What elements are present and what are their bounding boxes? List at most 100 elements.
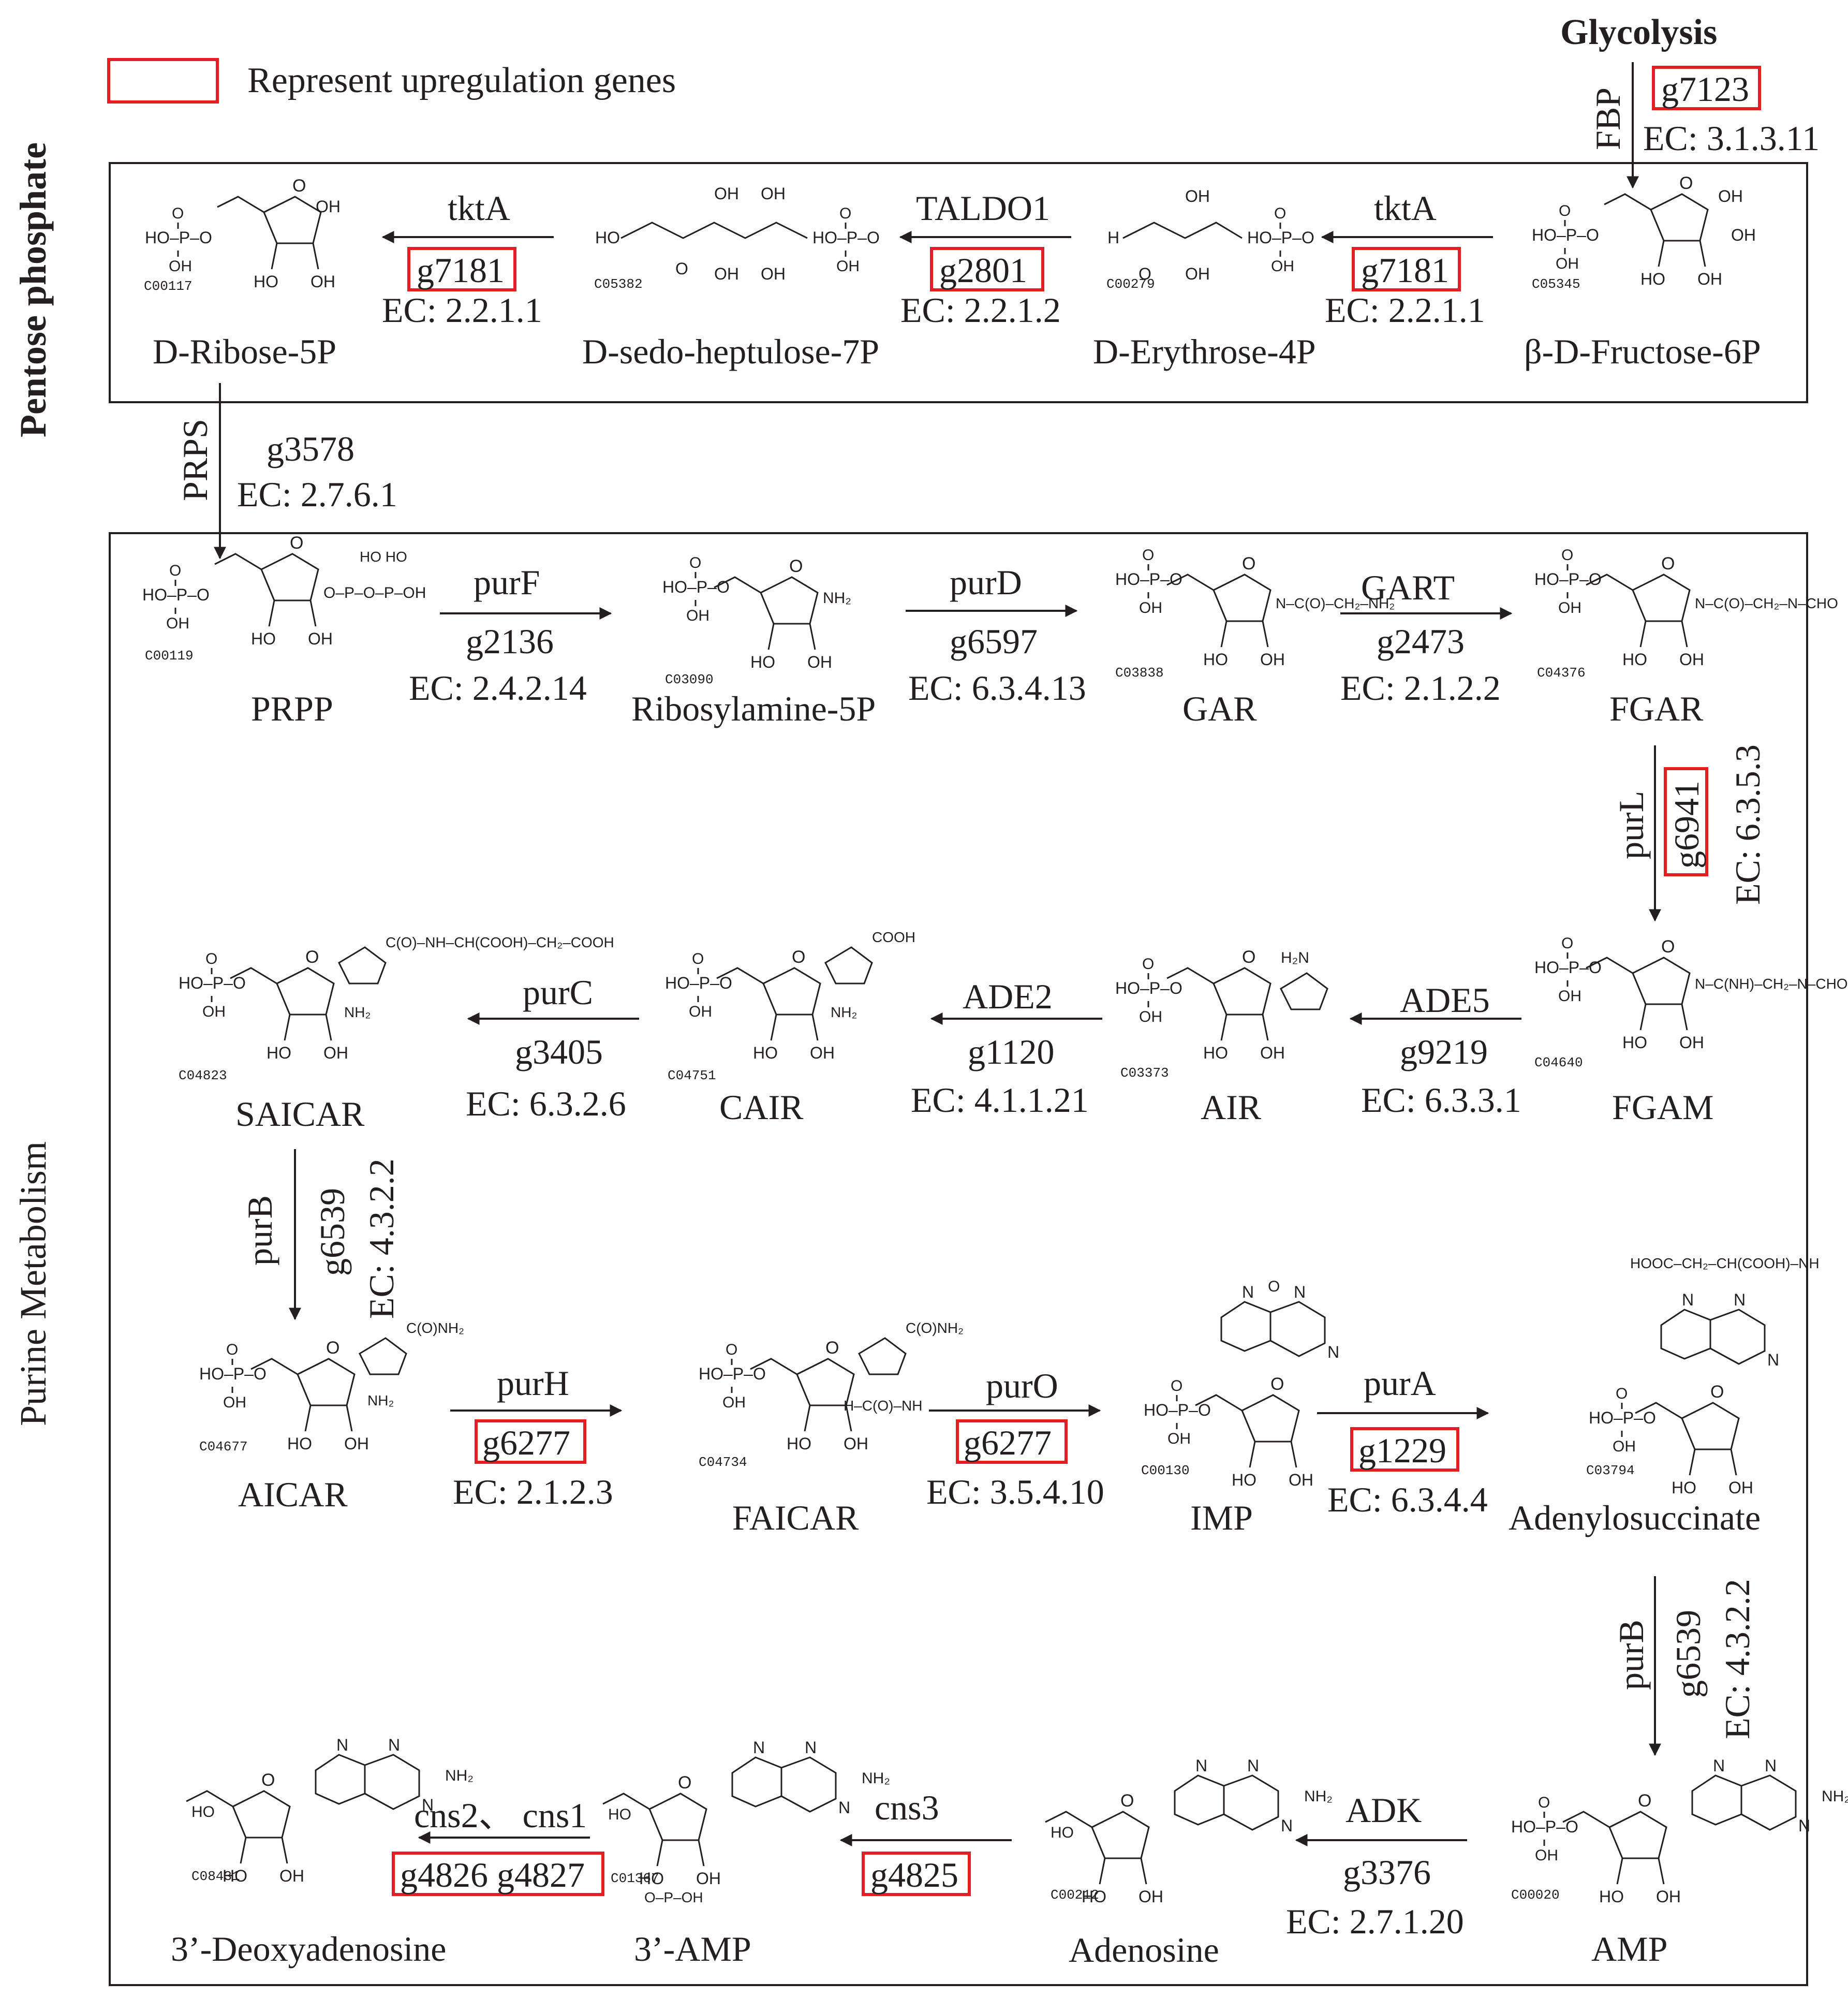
- id-C04751: C04751: [668, 1068, 716, 1083]
- svg-text:OH: OH: [761, 184, 786, 203]
- structure-C03838: N–C(O)–CH₂–NH₂: [1114, 546, 1395, 670]
- gene-purB1: g6539: [313, 1188, 352, 1276]
- ec-purC: EC: 6.3.2.6: [466, 1084, 626, 1123]
- id-C00020: C00020: [1511, 1887, 1560, 1903]
- id-C00117: C00117: [144, 278, 193, 294]
- svg-text:OH: OH: [1185, 187, 1210, 205]
- svg-text:O: O: [675, 259, 688, 278]
- gene-purF: g2136: [466, 622, 554, 661]
- ec-purF: EC: 2.4.2.14: [409, 668, 587, 708]
- svg-text:NH₂: NH₂: [823, 590, 851, 607]
- svg-text:NH₂: NH₂: [831, 1004, 857, 1020]
- name-C01367: 3’-AMP: [634, 1929, 751, 1969]
- svg-text:HO HO: HO HO: [360, 549, 407, 565]
- enzyme-purH: purH: [497, 1363, 569, 1403]
- structure-C00279: H O OH OH: [1107, 187, 1315, 283]
- structure-C04734: C(O)NH₂ H–C(O)–NH: [698, 1320, 964, 1454]
- name-C03090: Ribosylamine-5P: [631, 689, 876, 728]
- svg-text:N–C(O)–CH₂–N–CHO: N–C(O)–CH₂–N–CHO: [1695, 595, 1838, 611]
- ec-purD: EC: 6.3.4.13: [908, 668, 1086, 708]
- svg-text:HO: HO: [608, 1806, 631, 1823]
- id-C00130: C00130: [1141, 1463, 1190, 1478]
- name-C08431: 3’-Deoxyadenosine: [171, 1929, 446, 1969]
- id-C03090: C03090: [665, 672, 714, 687]
- enzyme-ade5: ADE5: [1400, 980, 1490, 1020]
- svg-text:NH₂: NH₂: [344, 1004, 371, 1020]
- enzyme-gart: GART: [1361, 568, 1455, 607]
- section-purine: Purine Metabolism: [12, 1141, 54, 1426]
- id-C00212: C00212: [1051, 1887, 1099, 1903]
- name-C04376: FGAR: [1609, 689, 1704, 728]
- gene-ade5: g9219: [1400, 1032, 1488, 1071]
- svg-text:HO: HO: [595, 228, 620, 247]
- gene-purD: g6597: [950, 622, 1038, 661]
- pentose-box: [109, 162, 1808, 403]
- id-C00119: C00119: [145, 648, 194, 664]
- svg-text:COOH: COOH: [872, 929, 915, 945]
- ec-purB2: EC: 4.3.2.2: [1718, 1579, 1757, 1739]
- ec-purB1: EC: 4.3.2.2: [362, 1158, 401, 1319]
- structure-C04751: COOH NH₂: [664, 929, 915, 1063]
- structure-C08431: HO NH₂: [185, 1735, 474, 1886]
- ec-purH: EC: 2.1.2.3: [453, 1472, 613, 1511]
- ec-tkt2: EC: 2.2.1.1: [1325, 290, 1485, 330]
- svg-text:HO: HO: [191, 1803, 215, 1820]
- gene-purA: g1229: [1358, 1431, 1446, 1470]
- id-C03838: C03838: [1115, 665, 1164, 681]
- gene-purL: g6941: [1667, 781, 1706, 869]
- enzyme-purF: purF: [474, 563, 540, 602]
- structure-C00119: O–P–O–P–OH HO HO: [141, 532, 426, 649]
- svg-text:H₂N: H₂N: [1281, 949, 1309, 966]
- svg-text:NH₂: NH₂: [1304, 1788, 1333, 1805]
- name-C00119: PRPP: [251, 689, 333, 728]
- id-C00279: C00279: [1106, 276, 1155, 292]
- svg-text:OH: OH: [1718, 187, 1743, 205]
- enzyme-taldo: TALDO1: [916, 188, 1050, 228]
- gene-gart: g2473: [1377, 622, 1465, 661]
- svg-text:O: O: [1268, 1278, 1280, 1295]
- name-C04677: AICAR: [238, 1475, 348, 1514]
- up-box-purA: [1350, 1427, 1459, 1472]
- enzyme-purB2: purB: [1612, 1620, 1651, 1690]
- enzyme-purC: purC: [523, 973, 593, 1012]
- enzyme-fbp: FBP: [1588, 87, 1628, 150]
- name-C05345: β-D-Fructose-6P: [1524, 332, 1761, 371]
- ec-purA: EC: 6.3.4.4: [1327, 1480, 1488, 1519]
- enzyme-prps: PRPS: [175, 419, 215, 501]
- enzyme-purO: purO: [986, 1366, 1058, 1405]
- structure-C04677: C(O)NH₂ NH₂: [198, 1320, 464, 1454]
- up-box-cns12: [392, 1852, 604, 1896]
- ec-prps: EC: 2.7.6.1: [237, 475, 397, 514]
- gene-cns12: g4826 g4827: [400, 1855, 585, 1895]
- enzyme-tkt1: tktA: [448, 188, 510, 228]
- ec-tkt1: EC: 2.2.1.1: [382, 290, 542, 330]
- structure-C00130: O: [1143, 1278, 1340, 1490]
- svg-text:OH: OH: [316, 197, 341, 216]
- gene-fbp: g7123: [1661, 69, 1749, 109]
- ec-ade2: EC: 4.1.1.21: [911, 1080, 1089, 1120]
- up-box-purO: [956, 1419, 1068, 1464]
- ec-purO: EC: 3.5.4.10: [926, 1472, 1104, 1511]
- up-box-tkt2: [1352, 247, 1461, 291]
- id-C04734: C04734: [699, 1455, 747, 1470]
- name-C03794: Adenylosuccinate: [1509, 1498, 1761, 1537]
- name-C03373: AIR: [1201, 1088, 1262, 1127]
- structure-C03794: HOOC–CH₂–CH(COOH)–NH: [1588, 1255, 1820, 1498]
- ec-taldo: EC: 2.2.1.2: [900, 290, 1061, 330]
- structure-C00020: NH₂: [1510, 1755, 1848, 1907]
- section-pentose: Pentose phosphate: [12, 142, 54, 437]
- purine-box: [109, 532, 1808, 1986]
- svg-text:HOOC–CH₂–CH(COOH)–NH: HOOC–CH₂–CH(COOH)–NH: [1630, 1255, 1820, 1271]
- svg-text:N–C(O)–CH₂–NH₂: N–C(O)–CH₂–NH₂: [1276, 595, 1395, 611]
- enzyme-ade2: ADE2: [963, 977, 1053, 1016]
- gene-purH: g6277: [482, 1423, 570, 1462]
- svg-text:O: O: [1139, 265, 1151, 283]
- gene-adk: g3376: [1343, 1853, 1431, 1892]
- gene-ade2: g1120: [968, 1032, 1054, 1071]
- svg-text:O–P–OH: O–P–OH: [644, 1889, 703, 1905]
- id-C04823: C04823: [179, 1068, 227, 1083]
- ec-ade5: EC: 6.3.3.1: [1361, 1080, 1521, 1120]
- enzyme-adk: ADK: [1346, 1790, 1422, 1830]
- name-C00130: IMP: [1190, 1498, 1253, 1537]
- gene-tkt2: g7181: [1361, 251, 1449, 290]
